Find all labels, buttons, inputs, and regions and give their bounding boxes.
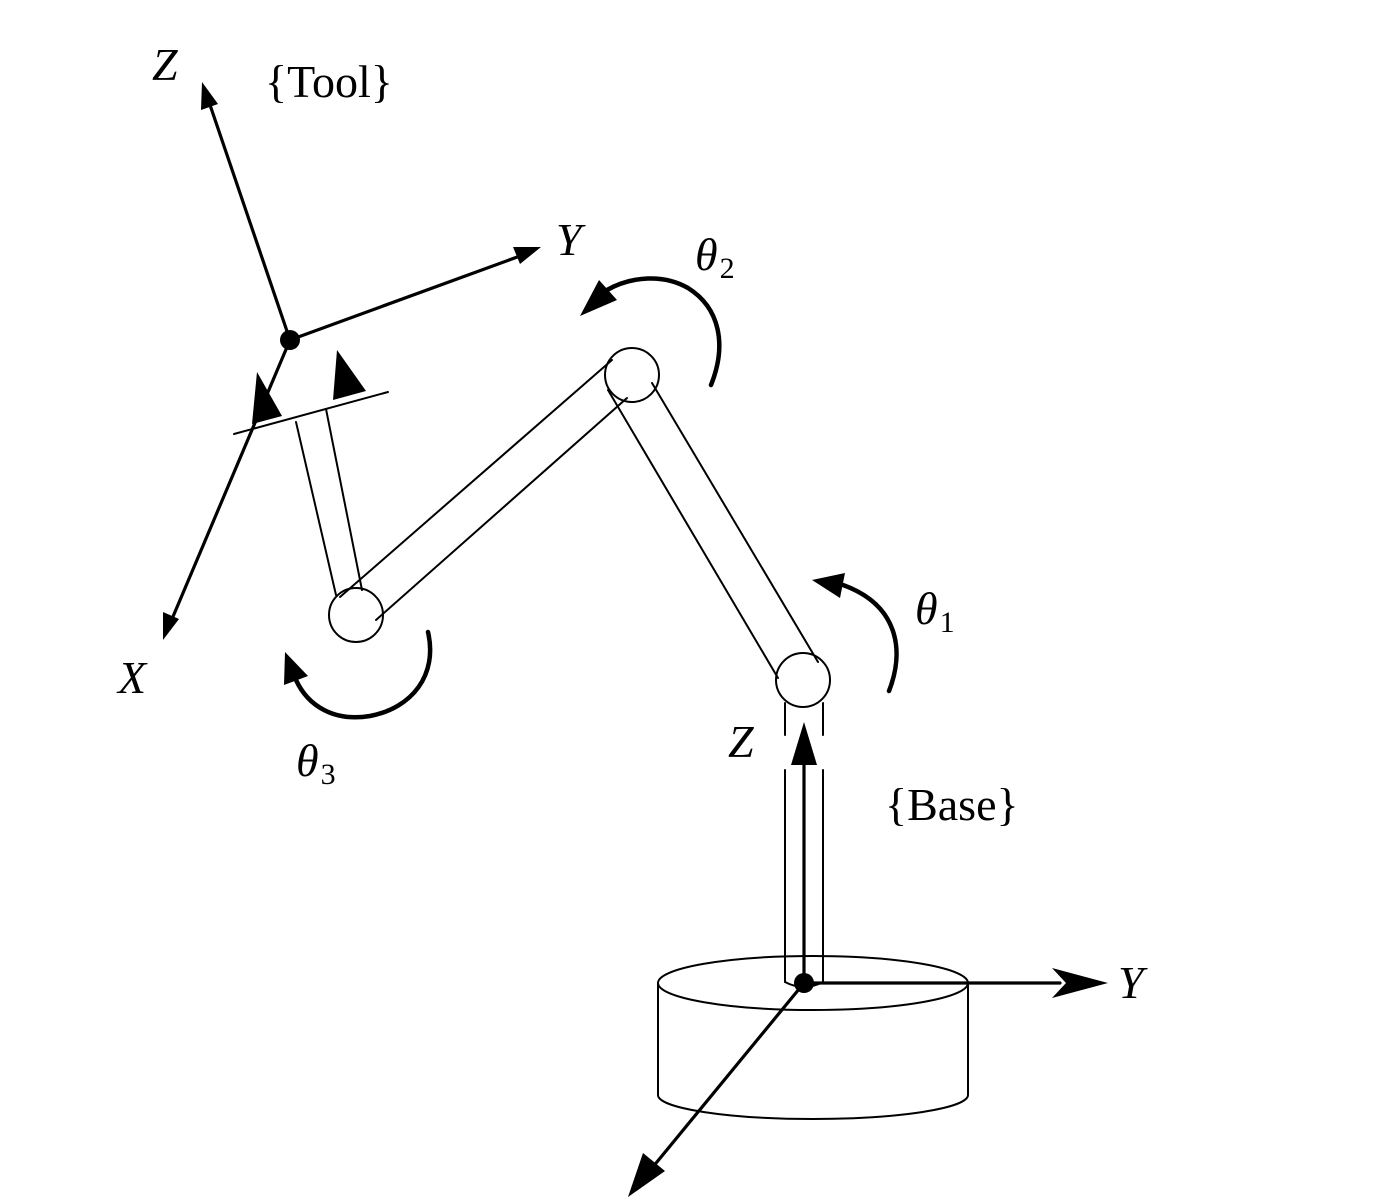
tool-x-arrowhead bbox=[163, 612, 179, 640]
tool-z-arrowhead bbox=[201, 82, 218, 110]
base-frame-label: {Base} bbox=[885, 779, 1019, 830]
base-y-label: Y bbox=[1118, 957, 1148, 1008]
base-z-arrowhead bbox=[791, 722, 817, 765]
tool-z-label: Z bbox=[152, 39, 178, 90]
base-frame-axes bbox=[628, 722, 1108, 1197]
theta1-label: θ1 bbox=[915, 583, 955, 639]
theta3-label: θ3 bbox=[296, 735, 336, 791]
rotation-arrow-theta1 bbox=[812, 573, 899, 694]
tool-frame-label: {Tool} bbox=[265, 56, 393, 107]
joint-1 bbox=[775, 652, 831, 708]
link-upper-arm bbox=[607, 382, 819, 679]
base-z-label: Z bbox=[728, 716, 754, 767]
tool-y-label: Y bbox=[556, 214, 586, 265]
theta2-label: θ2 bbox=[695, 229, 735, 285]
rotation-arrow-theta3 bbox=[284, 629, 433, 720]
rotation-arrow-theta2 bbox=[580, 276, 722, 388]
tool-y-arrowhead bbox=[513, 247, 541, 264]
link-forearm bbox=[339, 359, 628, 621]
link-wrist bbox=[295, 408, 363, 596]
joint-2 bbox=[604, 347, 660, 403]
joint-3 bbox=[328, 587, 384, 643]
tool-x-label: X bbox=[116, 652, 148, 703]
base-y-arrowhead bbox=[1052, 968, 1108, 998]
base-x-arrowhead bbox=[628, 1153, 665, 1197]
tool-frame-axes bbox=[163, 82, 541, 640]
base-origin-dot bbox=[794, 973, 814, 993]
